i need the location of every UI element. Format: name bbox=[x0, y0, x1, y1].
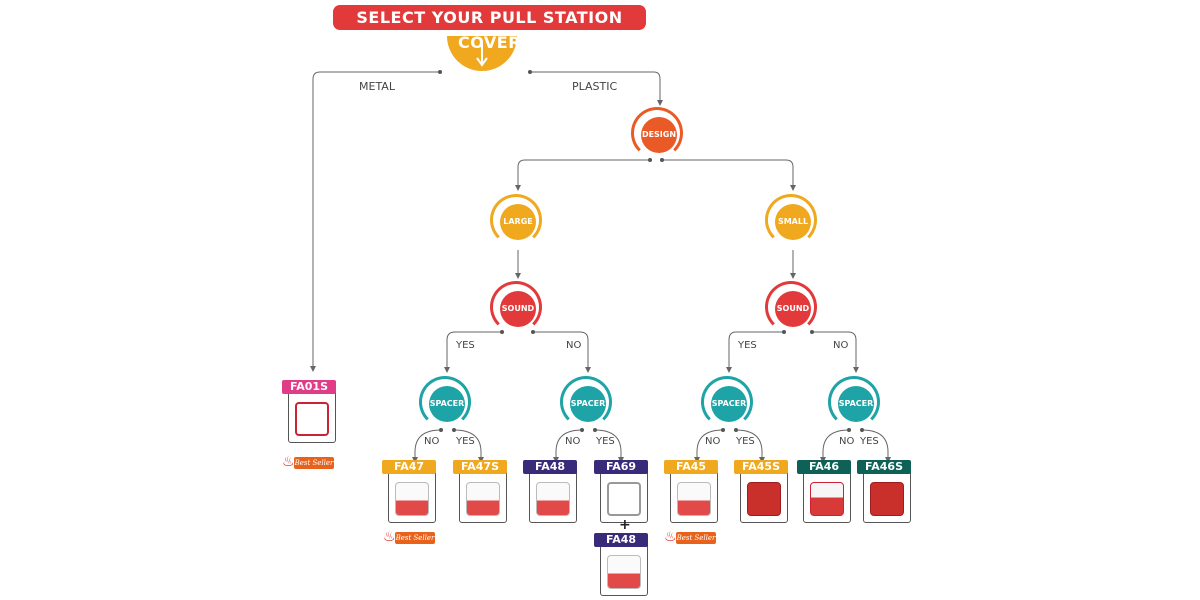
node-spacer-2[interactable]: SPACER bbox=[570, 386, 606, 422]
node-large-arc bbox=[490, 194, 542, 246]
product-card-fa46s[interactable]: FA46S bbox=[857, 460, 917, 524]
product-tag: FA45S bbox=[734, 460, 788, 474]
product-tag: FA46 bbox=[797, 460, 851, 474]
product-card-fa46[interactable]: FA46 bbox=[797, 460, 857, 524]
best-seller-badge: ♨ Best Seller bbox=[282, 455, 334, 471]
plus-sign: + bbox=[619, 517, 631, 533]
product-card-fa48[interactable]: FA48 bbox=[523, 460, 583, 524]
product-image bbox=[810, 482, 844, 516]
edge-label-yes: YES bbox=[736, 436, 755, 447]
branch-label-plastic: PLASTIC bbox=[572, 80, 617, 93]
product-card-fa45s[interactable]: FA45S bbox=[734, 460, 794, 524]
edge-label-no: NO bbox=[424, 436, 439, 447]
best-seller-badge: ♨ Best Seller bbox=[383, 530, 435, 546]
node-spacer-1[interactable]: SPACER bbox=[429, 386, 465, 422]
page-title: SELECT YOUR PULL STATION COVER bbox=[333, 5, 646, 30]
product-image bbox=[607, 482, 641, 516]
node-spacer-3[interactable]: SPACER bbox=[711, 386, 747, 422]
product-image bbox=[295, 402, 329, 436]
product-image bbox=[536, 482, 570, 516]
node-spacer-2-arc bbox=[560, 376, 612, 428]
product-tag: FA46S bbox=[857, 460, 911, 474]
product-tag: FA45 bbox=[664, 460, 718, 474]
node-spacer-4-arc bbox=[828, 376, 880, 428]
node-small-arc bbox=[765, 194, 817, 246]
edge-label-no: NO bbox=[565, 436, 580, 447]
product-tag: FA47 bbox=[382, 460, 436, 474]
node-sound-right-arc bbox=[765, 281, 817, 333]
product-tag: FA48 bbox=[523, 460, 577, 474]
product-image bbox=[747, 482, 781, 516]
best-seller-badge: ♨ Best Seller bbox=[664, 530, 716, 546]
edge-label-no: NO bbox=[839, 436, 854, 447]
node-sound-right[interactable]: SOUND bbox=[775, 291, 811, 327]
product-card-fa45[interactable]: FA45 bbox=[664, 460, 724, 524]
node-spacer-4[interactable]: SPACER bbox=[838, 386, 874, 422]
product-image bbox=[607, 555, 641, 589]
edge-label-yes: YES bbox=[738, 340, 757, 351]
node-design-arc bbox=[631, 107, 683, 159]
product-image bbox=[677, 482, 711, 516]
node-large[interactable]: LARGE bbox=[500, 204, 536, 240]
edge-label-yes: YES bbox=[456, 340, 475, 351]
edge-label-no: NO bbox=[833, 340, 848, 351]
best-seller-label: Best Seller bbox=[395, 532, 435, 544]
node-small[interactable]: SMALL bbox=[775, 204, 811, 240]
branch-label-metal: METAL bbox=[359, 80, 395, 93]
product-card-fa69[interactable]: FA69 bbox=[594, 460, 654, 524]
edge-label-no: NO bbox=[705, 436, 720, 447]
node-spacer-1-arc bbox=[419, 376, 471, 428]
node-spacer-3-arc bbox=[701, 376, 753, 428]
product-card-fa47s[interactable]: FA47S bbox=[453, 460, 513, 524]
product-tag: FA01S bbox=[282, 380, 336, 394]
product-card-fa47[interactable]: FA47 bbox=[382, 460, 442, 524]
flame-icon: ♨ bbox=[383, 528, 396, 546]
edge-label-yes: YES bbox=[456, 436, 475, 447]
flame-icon: ♨ bbox=[664, 528, 677, 546]
product-tag: FA47S bbox=[453, 460, 507, 474]
product-card-fa01s[interactable]: FA01S bbox=[282, 380, 342, 444]
product-tag: FA48 bbox=[594, 533, 648, 547]
best-seller-label: Best Seller bbox=[676, 532, 716, 544]
flame-icon: ♨ bbox=[282, 453, 295, 471]
product-tag: FA69 bbox=[594, 460, 648, 474]
product-image bbox=[870, 482, 904, 516]
edge-label-yes: YES bbox=[596, 436, 615, 447]
node-design[interactable]: DESIGN bbox=[641, 117, 677, 153]
product-image bbox=[466, 482, 500, 516]
edge-label-no: NO bbox=[566, 340, 581, 351]
node-sound-left[interactable]: SOUND bbox=[500, 291, 536, 327]
product-card-fa48-addon[interactable]: FA48 bbox=[594, 533, 654, 597]
node-sound-left-arc bbox=[490, 281, 542, 333]
best-seller-label: Best Seller bbox=[294, 457, 334, 469]
product-image bbox=[395, 482, 429, 516]
edge-label-yes: YES bbox=[860, 436, 879, 447]
